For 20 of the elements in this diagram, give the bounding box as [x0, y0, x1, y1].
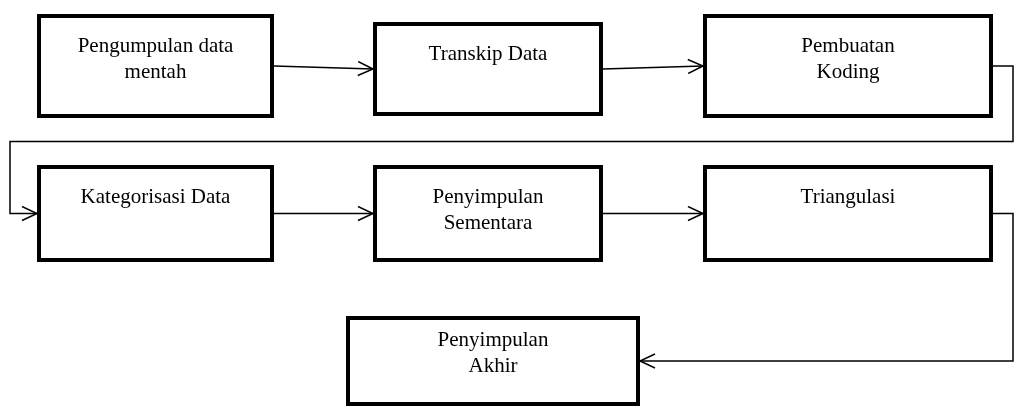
step-label: Penyimpulan Akhir — [436, 326, 550, 378]
process-box — [346, 316, 640, 406]
arrow — [639, 212, 1014, 369]
arrow — [273, 205, 374, 222]
step-label: Pengumpulan data mentah — [76, 32, 235, 84]
step-label: Penyimpulan Sementara — [431, 183, 545, 235]
arrow — [9, 65, 1014, 222]
process-box — [373, 22, 603, 116]
process-box — [703, 14, 993, 118]
arrow — [273, 60, 374, 77]
arrow — [602, 205, 704, 222]
step-label: Kategorisasi Data — [80, 183, 231, 209]
step-label: Triangulasi — [800, 183, 896, 209]
process-box — [703, 165, 993, 262]
process-box — [373, 165, 603, 262]
arrow — [602, 58, 704, 75]
step-label: Pembuatan Koding — [800, 32, 896, 84]
process-box — [37, 165, 274, 262]
process-box — [37, 14, 274, 118]
step-label: Transkip Data — [428, 40, 548, 66]
